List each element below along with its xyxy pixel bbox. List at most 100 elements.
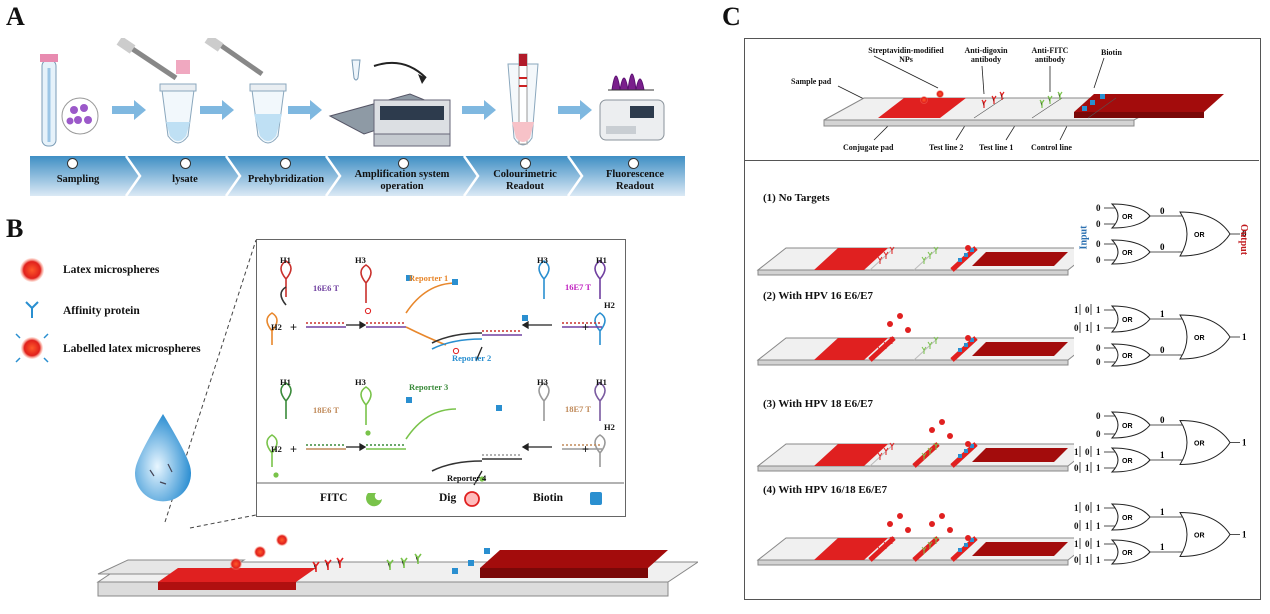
svg-text:+: + [582, 320, 589, 334]
label-anti-fitc: Anti-FITC antibody [1031, 46, 1069, 64]
gate-label: OR [1194, 441, 1205, 448]
label-test1: Test line 1 [979, 143, 1014, 152]
intermediate-bit: 1 [1160, 507, 1165, 517]
output-bit: 1 [1242, 530, 1247, 540]
output-label: Output [1238, 223, 1250, 256]
label-h3-right: H3 [537, 255, 548, 265]
gate-label: OR [1194, 335, 1205, 342]
output-or-gate-icon [1179, 314, 1231, 360]
input-bit: 0 [1096, 357, 1101, 367]
panel-label-a: A [6, 2, 25, 31]
label-16e7t: 16E7 T [565, 282, 592, 292]
intermediate-bit: 0 [1160, 415, 1165, 425]
gate-label: OR [1122, 458, 1133, 465]
input-bit: 1 [1096, 447, 1101, 457]
label-h3-b-right: H3 [537, 377, 548, 387]
case-title-3: (3) With HPV 18 E6/E7 [763, 398, 874, 410]
label-18e6t: 18E6 T [313, 405, 340, 415]
input-bit: 1 [1085, 463, 1090, 473]
output-bit: 1 [1242, 438, 1247, 448]
clock-icon [628, 158, 639, 169]
input-bit: 0 [1074, 555, 1079, 565]
gate-label: OR [1122, 515, 1133, 522]
panel-label-b: B [6, 214, 24, 243]
panel-b-legend-icons [15, 258, 49, 363]
svg-text:+: + [582, 442, 589, 456]
sample-droplet-icon [135, 414, 191, 502]
case-strip-1 [756, 245, 1074, 276]
label-np: Streptavidin-modified NPs [868, 46, 944, 64]
output-or-gate-icon [1179, 211, 1231, 257]
input-bit: 1 [1085, 521, 1090, 531]
case-title-4: (4) With HPV 16/18 E6/E7 [763, 484, 888, 496]
input-bit: 1 [1096, 521, 1101, 531]
output-bit: 0 [1242, 229, 1247, 239]
legend-labelled: Labelled latex microspheres [63, 343, 201, 355]
label-biotin: Biotin [1101, 48, 1122, 57]
or-gate-icon [1110, 239, 1151, 265]
label-h2-b-right: H2 [604, 422, 615, 432]
step-fluorescence: Fluorescence Readout [605, 169, 665, 192]
panel-c-divider [744, 160, 1259, 161]
input-bit: 1 [1096, 463, 1101, 473]
or-gate-icon [1110, 411, 1151, 439]
gate-label: OR [1194, 533, 1205, 540]
input-bit: 0 [1074, 521, 1079, 531]
label-18e7t: 18E7 T [565, 404, 592, 414]
fitc-icon [366, 493, 382, 507]
label-reporter2: Reporter 2 [452, 353, 492, 363]
input-bit: 1 [1085, 555, 1090, 565]
step-colourimetric: Colourimetric Readout [493, 169, 557, 192]
clock-icon [520, 158, 531, 169]
input-bit: 1 [1074, 305, 1079, 315]
case-strip-2 [756, 313, 1074, 366]
latex-microsphere-icon [20, 258, 44, 282]
label-test2: Test line 2 [929, 143, 964, 152]
label-h1-b: H1 [280, 377, 291, 387]
step-sampling: Sampling [56, 174, 100, 185]
step-arrows [112, 100, 592, 120]
input-bit: 0 [1085, 539, 1090, 549]
step-lysate: lysate [172, 174, 198, 185]
case-strip-3 [756, 419, 1074, 472]
fluorescence-reader-icon [599, 73, 665, 141]
label-reporter4: Reporter 4 [447, 473, 487, 483]
gate-label: OR [1122, 550, 1133, 557]
input-bit: 1 [1085, 323, 1090, 333]
input-bit: 0 [1085, 503, 1090, 513]
clock-icon [180, 158, 191, 169]
ribbon-chevrons [124, 156, 584, 196]
input-bit: 1 [1074, 447, 1079, 457]
input-bit: 0 [1096, 411, 1101, 421]
intermediate-bit: 0 [1160, 206, 1165, 216]
label-sample-pad: Sample pad [791, 77, 832, 86]
input-bit: 0 [1074, 463, 1079, 473]
input-bit: 1 [1096, 305, 1101, 315]
gate-label: OR [1122, 250, 1133, 257]
or-gate-icon [1110, 305, 1151, 333]
or-gate-icon [1110, 447, 1151, 473]
label-reporter3: Reporter 3 [409, 382, 449, 392]
label-control: Control line [1031, 143, 1072, 152]
clock-icon [67, 158, 78, 169]
panel-a-illustrations [40, 38, 665, 147]
amplification-device-icon [328, 59, 451, 147]
intermediate-bit: 0 [1160, 345, 1165, 355]
input-bit: 0 [1096, 255, 1101, 265]
case-strips [756, 245, 1074, 566]
svg-text:+: + [290, 442, 297, 456]
input-bit: 1 [1096, 503, 1101, 513]
or-gate-icon [1110, 203, 1151, 229]
hcr-scheme-box [256, 239, 626, 517]
gate-label: OR [1122, 214, 1133, 221]
prehybridization-tube-icon [204, 38, 287, 144]
case-title-2: (2) With HPV 16 E6/E7 [763, 290, 874, 302]
input-bit: 1 [1096, 323, 1101, 333]
biotin-icon [590, 492, 602, 505]
label-h1-right: H1 [596, 255, 607, 265]
